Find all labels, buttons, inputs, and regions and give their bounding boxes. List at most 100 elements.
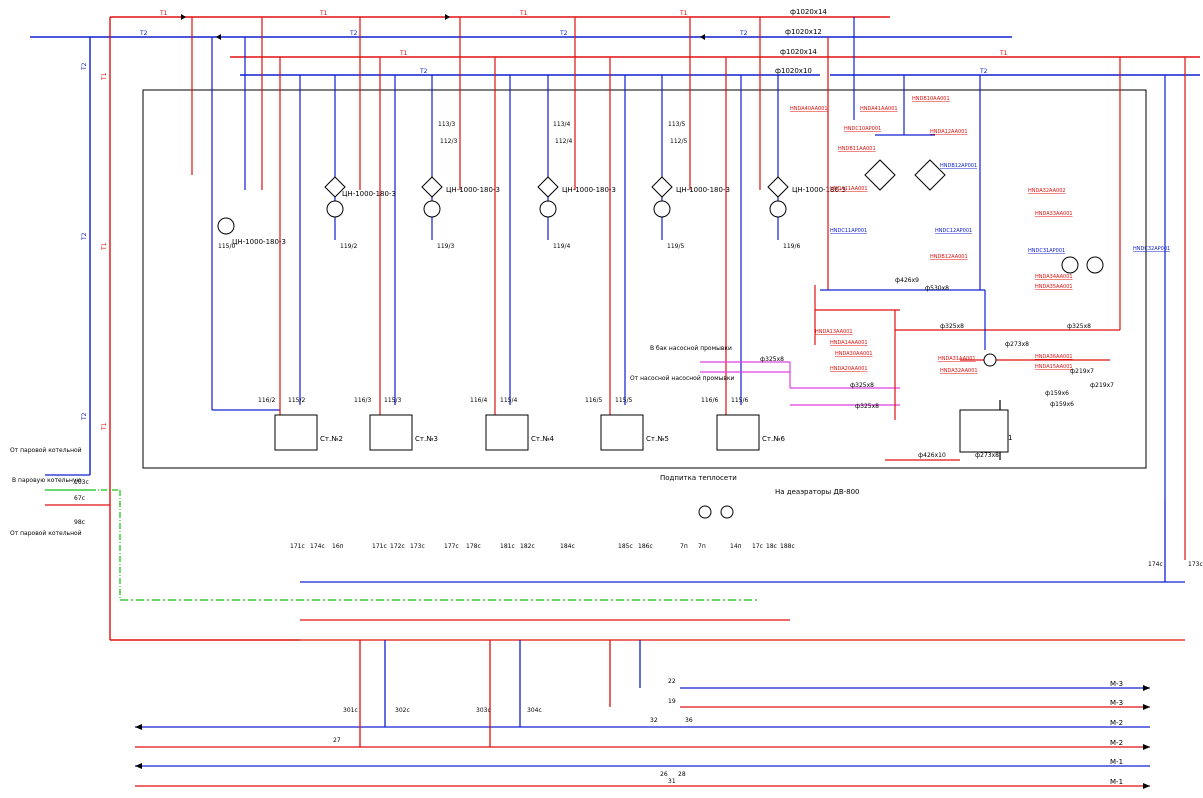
svg-text:HNDC11AP001: HNDC11AP001 [830,228,867,234]
svg-text:171с: 171с [372,543,387,550]
svg-text:119/4: 119/4 [553,243,570,250]
svg-text:173с: 173с [1188,561,1203,568]
svg-text:HNDA15AA001: HNDA15AA001 [1035,364,1073,370]
svg-text:HNDA14AA001: HNDA14AA001 [830,340,868,346]
svg-text:HNDC32AP001: HNDC32AP001 [1133,246,1170,252]
svg-text:T2: T2 [139,30,148,37]
pump-model-4: ЦН-1000-180-3 [562,186,616,194]
svg-text:115/4: 115/4 [500,397,517,404]
svg-text:HNDA33AA001: HNDA33AA001 [1035,211,1073,217]
svg-text:173с: 173с [410,543,425,550]
svg-text:HNDA35AA001: HNDA35AA001 [1035,284,1073,290]
svg-text:HNDA40AA001: HNDA40AA001 [790,106,828,112]
misc-valve-labels: 115/0 119/2 119/3 119/4 119/5 119/6 113/… [218,121,800,250]
svg-text:115/2: 115/2 [288,397,305,404]
pump-model-2: ЦН-1000-180-3 [342,190,396,198]
svg-text:HNDA41AA001: HNDA41AA001 [860,106,898,112]
svg-text:T2: T2 [739,30,748,37]
svg-text:178с: 178с [466,543,481,550]
svg-text:32: 32 [650,717,658,724]
svg-text:98с: 98с [74,519,85,526]
header-size-1: ф1020х14 [790,8,827,16]
svg-text:М-1: М-1 [1110,778,1123,786]
svg-text:T2: T2 [81,412,88,421]
svg-text:T1: T1 [679,10,688,17]
tank-label-2: Ст.№2 [320,435,343,443]
svg-text:ф325х8: ф325х8 [855,403,879,410]
svg-text:116/4: 116/4 [470,397,487,404]
svg-text:303с: 303с [476,707,491,714]
svg-text:T2: T2 [419,68,428,75]
equipment-tags: HNDA40AA001 HNDA41AA001 HNDB10AA001 HNDA… [790,96,1170,374]
pump-model-3: ЦН-1000-180-3 [446,186,500,194]
svg-text:17с: 17с [752,543,763,550]
svg-text:T1: T1 [101,72,108,81]
svg-text:177с: 177с [444,543,459,550]
svg-text:116/2: 116/2 [258,397,275,404]
svg-text:HNDA13AA001: HNDA13AA001 [815,329,853,335]
svg-text:HNDA31AA001: HNDA31AA001 [938,356,976,362]
svg-text:ф219х7: ф219х7 [1070,368,1094,375]
tank-label-5: Ст.№5 [646,435,669,443]
left-connections [45,474,760,601]
svg-text:ф219х7: ф219х7 [1090,382,1114,389]
pump-heaters [324,176,789,198]
svg-text:М-3: М-3 [1110,699,1123,707]
svg-text:ф426х9: ф426х9 [895,277,919,284]
svg-text:T1: T1 [519,10,528,17]
svg-text:ф273х8: ф273х8 [1005,341,1029,348]
heat-exchangers [864,159,1104,453]
svg-text:HNDA11AA001: HNDA11AA001 [830,186,868,192]
svg-text:116/6: 116/6 [701,397,718,404]
boiler-label: 1 [1008,434,1012,442]
svg-text:28: 28 [678,771,686,778]
svg-text:T2: T2 [979,68,988,75]
svg-text:119/3: 119/3 [437,243,454,250]
svg-text:116/5: 116/5 [585,397,602,404]
svg-text:112/3: 112/3 [440,138,457,145]
svg-text:115/0: 115/0 [218,243,235,250]
pump-model-6: ЦН-1000-180-3 [792,186,846,194]
svg-text:172с: 172с [390,543,405,550]
makeup-pumps [698,505,734,519]
outlet-valve-labels: 301с 302с 303с 304с 27 22 19 32 36 26 28… [333,678,693,785]
svg-text:ф325х8: ф325х8 [1067,323,1091,330]
svg-text:302с: 302с [395,707,410,714]
svg-text:112/5: 112/5 [670,138,687,145]
svg-text:М-3: М-3 [1110,680,1123,688]
svg-text:T2: T2 [559,30,568,37]
svg-text:HNDA36AA001: HNDA36AA001 [1035,354,1073,360]
svg-text:174с: 174с [1148,561,1163,568]
svg-text:ф273х8: ф273х8 [975,452,999,459]
svg-text:182с: 182с [520,543,535,550]
svg-text:T1: T1 [101,422,108,431]
svg-text:7п: 7п [680,543,688,550]
header-size-labels: ф1020х14 ф1020х12 ф1020х14 ф1020х10 [775,8,827,75]
svg-text:М-1: М-1 [1110,758,1123,766]
svg-text:HNDA32AA001: HNDA32AA001 [940,368,978,374]
svg-text:HNDC12AP001: HNDC12AP001 [935,228,972,234]
svg-text:T2: T2 [81,62,88,71]
svg-text:304с: 304с [527,707,542,714]
header-size-2: ф1020х12 [785,28,822,36]
svg-text:T2: T2 [81,232,88,241]
svg-text:HNDA20AA001: HNDA20AA001 [830,366,868,372]
svg-text:HNDB12AA001: HNDB12AA001 [930,254,968,260]
boiler-room-frame [142,89,1147,469]
note-wash-in: В бак насосной промывки [650,345,732,352]
svg-text:T1: T1 [399,50,408,57]
svg-text:301с: 301с [343,707,358,714]
tank-label-6: Ст.№6 [762,435,785,443]
svg-text:ф325х8: ф325х8 [760,356,784,363]
svg-text:113/3: 113/3 [438,121,455,128]
svg-text:186с: 186с [638,543,653,550]
svg-text:ф426х10: ф426х10 [918,452,946,459]
svg-text:7п: 7п [698,543,706,550]
pump-model-5: ЦН-1000-180-3 [676,186,730,194]
header-arrows [181,14,705,40]
pipe-size-labels: ф325х8 ф325х8 ф325х8 ф325х8 ф426х9 ф530х… [760,277,1114,459]
svg-text:В паровую котельную: В паровую котельную [12,477,82,484]
note-makeup: Подпитка теплосети [660,474,737,482]
svg-text:188с: 188с [780,543,795,550]
